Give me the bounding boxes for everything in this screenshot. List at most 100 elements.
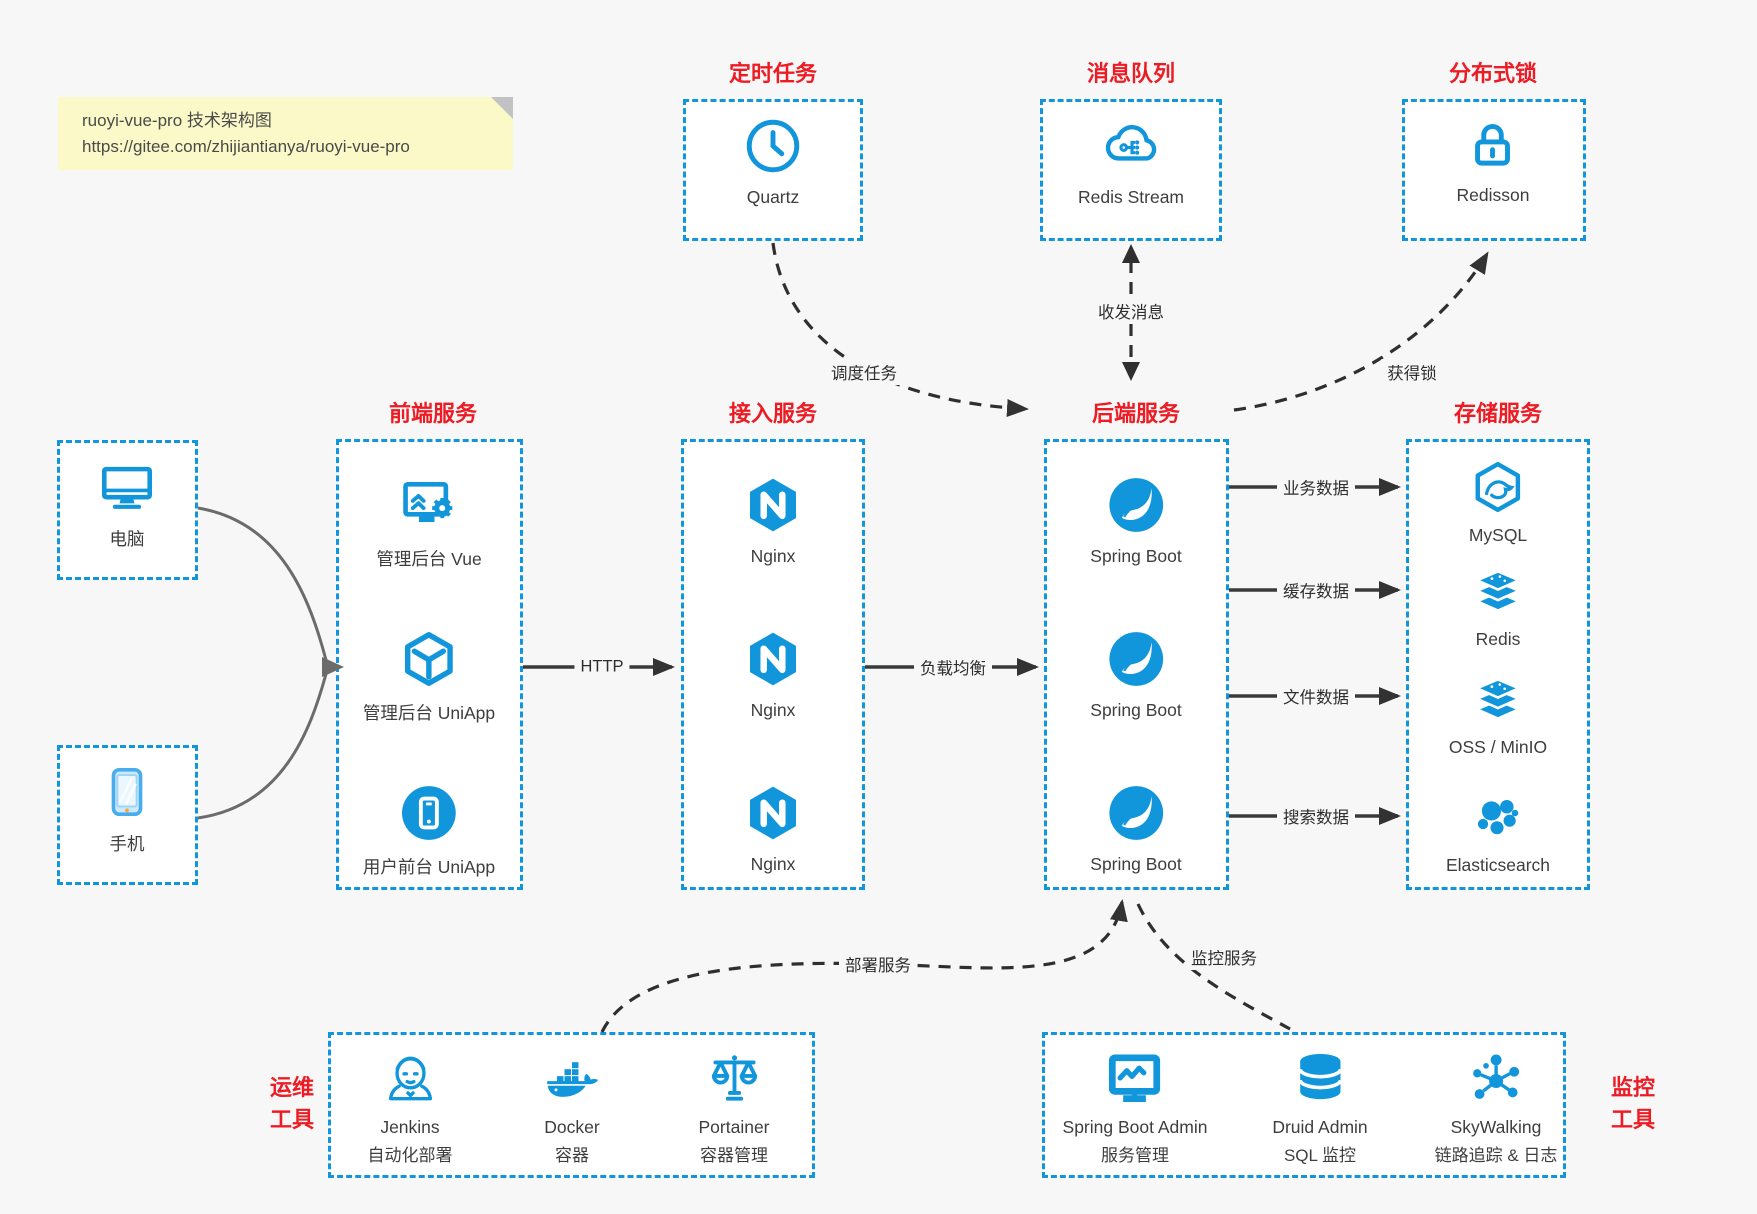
node-label: Nginx [750, 854, 796, 874]
message-arrowhead-down [1122, 362, 1140, 381]
node-phone: 手机 [98, 763, 156, 856]
node-label: 电脑 [109, 529, 145, 549]
node-mysql: MySQL [1469, 459, 1527, 546]
node-spring-boot-admin: Spring Boot Admin 服务管理 [1063, 1048, 1207, 1166]
node-label: Nginx [750, 546, 796, 566]
node-label: Redisson [1456, 185, 1530, 205]
sticky-note: ruoyi-vue-pro 技术架构图 https://gitee.com/zh… [58, 97, 513, 170]
node-user-uniapp: 用户前台 UniApp [363, 782, 495, 879]
node-label: SkyWalking [1450, 1117, 1542, 1137]
group-title-gateway: 接入服务 [728, 401, 818, 426]
node-nginx-2: Nginx [742, 628, 804, 721]
node-label: Nginx [750, 700, 796, 720]
note-fold-corner [491, 97, 513, 119]
edge-label-deploy: 部署服务 [839, 951, 917, 977]
mysql-icon [1475, 461, 1521, 513]
cloud-stream-icon [1105, 125, 1157, 161]
node-nginx-1: Nginx [742, 474, 804, 567]
group-title-storage: 存储服务 [1453, 401, 1543, 426]
computer-box [57, 440, 198, 580]
node-label: MySQL [1468, 525, 1528, 545]
nginx-icon [750, 632, 796, 686]
node-spring-boot-2: Spring Boot [1090, 628, 1182, 721]
elasticsearch-icon [1477, 799, 1519, 835]
monitor-title-line1: 监控 [1610, 1075, 1656, 1100]
edge-label-lock: 获得锁 [1381, 359, 1443, 385]
note-url: https://gitee.com/zhijiantianya/ruoyi-vu… [82, 137, 410, 157]
node-redis-stream: Redis Stream [1078, 115, 1184, 208]
node-label: 用户前台 UniApp [362, 857, 496, 877]
uniapp-cube-icon [405, 632, 453, 686]
computer-to-frontend-connector [197, 506, 328, 661]
node-label: Portainer [698, 1117, 770, 1137]
user-app-icon [402, 786, 456, 840]
mobile-icon [111, 767, 143, 817]
group-title-message-queue: 消息队列 [1086, 61, 1176, 86]
druid-icon [1298, 1053, 1342, 1100]
group-title-frontend: 前端服务 [388, 401, 478, 426]
docker-icon [547, 1062, 599, 1097]
edge-label-monitor: 监控服务 [1185, 944, 1263, 970]
spring-boot-icon [1109, 786, 1163, 840]
redis-stream-box [1040, 99, 1222, 241]
monitor-tools-title: 监控 工具 [1611, 1072, 1655, 1136]
node-label: Jenkins [380, 1117, 440, 1137]
node-label: Druid Admin [1272, 1117, 1368, 1137]
node-elasticsearch: Elasticsearch [1446, 789, 1550, 876]
node-portainer: Portainer 容器管理 [698, 1048, 770, 1166]
node-label: OSS / MinIO [1448, 737, 1548, 757]
spring-boot-icon [1109, 632, 1163, 686]
spring-boot-admin-icon [1109, 1054, 1161, 1102]
node-label: Spring Boot [1090, 700, 1182, 720]
group-title-backend: 后端服务 [1091, 401, 1181, 426]
edge-label-file-data: 文件数据 [1277, 683, 1355, 709]
admin-vue-icon [402, 482, 452, 523]
jenkins-icon [388, 1056, 432, 1101]
nginx-icon [750, 786, 796, 840]
edge-label-message: 收发消息 [1092, 298, 1170, 324]
clock-icon [746, 119, 800, 173]
edge-label-cache-data: 缓存数据 [1277, 577, 1355, 603]
node-quartz: Quartz [742, 115, 804, 208]
node-docker: Docker 容器 [541, 1048, 603, 1166]
redisson-box [1402, 99, 1586, 241]
phone-to-frontend-connector [197, 673, 328, 820]
node-label: Spring Boot [1090, 546, 1182, 566]
edge-label-load-balance: 负载均衡 [914, 654, 992, 680]
node-spring-boot-3: Spring Boot [1090, 782, 1182, 875]
node-label: 手机 [109, 834, 145, 854]
ops-title-line2: 工具 [269, 1106, 315, 1132]
node-sublabel: 链路追踪 & 日志 [1434, 1146, 1558, 1165]
node-sublabel: 容器 [555, 1146, 589, 1165]
spring-boot-icon [1109, 478, 1163, 532]
node-sublabel: 自动化部署 [367, 1146, 453, 1165]
node-skywalking: SkyWalking 链路追踪 & 日志 [1434, 1048, 1558, 1166]
group-title-scheduled-tasks: 定时任务 [728, 61, 818, 86]
node-label: 管理后台 Vue [376, 549, 482, 569]
edge-label-http: HTTP [574, 656, 630, 678]
note-title: ruoyi-vue-pro 技术架构图 [82, 111, 272, 130]
node-jenkins: Jenkins 自动化部署 [368, 1048, 453, 1166]
node-label: Quartz [746, 187, 800, 207]
node-computer: 电脑 [98, 458, 156, 551]
node-label: Redis Stream [1077, 187, 1185, 207]
monitor-title-line2: 工具 [1610, 1106, 1656, 1132]
node-label: 管理后台 UniApp [362, 703, 496, 723]
node-spring-boot-1: Spring Boot [1090, 474, 1182, 567]
message-arrowhead-up [1122, 244, 1140, 263]
redis-stack-icon [1473, 570, 1523, 613]
node-druid-admin: Druid Admin SQL 监控 [1272, 1048, 1368, 1166]
ops-title-line1: 运维 [269, 1075, 315, 1100]
node-admin-uniapp: 管理后台 UniApp [363, 628, 495, 725]
node-nginx-3: Nginx [742, 782, 804, 875]
skywalking-icon [1473, 1054, 1520, 1099]
group-title-distributed-lock: 分布式锁 [1448, 61, 1538, 86]
node-redis: Redis [1470, 563, 1526, 650]
edge-label-search-data: 搜索数据 [1277, 803, 1355, 829]
node-label: Docker [544, 1117, 600, 1137]
node-redisson: Redisson [1456, 113, 1530, 206]
node-label: Redis [1475, 629, 1521, 649]
node-sublabel: 服务管理 [1100, 1146, 1169, 1165]
node-oss-minio: OSS / MinIO [1449, 671, 1547, 758]
